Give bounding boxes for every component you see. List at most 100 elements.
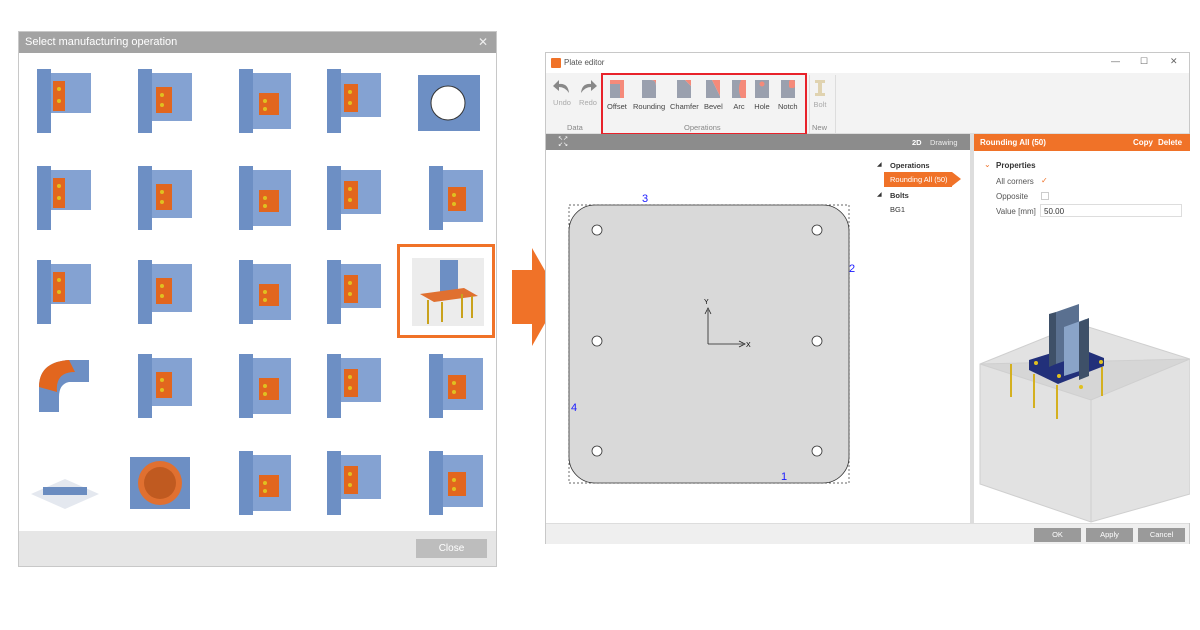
operation-thumbnail[interactable]: [124, 449, 196, 517]
app-logo-icon: [551, 58, 561, 68]
bolt-hole[interactable]: [811, 335, 823, 347]
operation-thumbnail[interactable]: [29, 164, 101, 232]
edge-label-1: 1: [781, 471, 787, 483]
data-group-label: Data: [567, 123, 583, 132]
plate-editor-window: Plate editor — ☐ ✕ Undo Redo Data Operat…: [545, 52, 1190, 544]
bolt-hole[interactable]: [811, 445, 823, 457]
operation-hole-button[interactable]: Hole: [754, 79, 770, 111]
bolt-hole[interactable]: [591, 224, 603, 236]
all-corners-checkbox[interactable]: ✓: [1041, 176, 1049, 185]
edge-label-3: 3: [642, 193, 648, 205]
copy-button[interactable]: Copy: [1133, 138, 1153, 147]
ribbon: Undo Redo Data Operations Bolt New Offse…: [546, 73, 1189, 135]
apply-button[interactable]: Apply: [1086, 528, 1133, 542]
operation-thumbnail[interactable]: [219, 352, 293, 420]
operation-arc-button[interactable]: Arc: [731, 79, 747, 111]
bolt-hole[interactable]: [811, 224, 823, 236]
operation-thumbnail[interactable]: [316, 258, 388, 326]
delete-button[interactable]: Delete: [1158, 138, 1183, 147]
edge-label-2: 2: [849, 263, 855, 275]
properties-header: Rounding All (50) Copy Delete: [974, 134, 1190, 151]
offset-icon: [609, 80, 624, 98]
arrow-right-icon: [512, 248, 560, 346]
view-2d-tab[interactable]: 2D: [912, 138, 922, 147]
operation-thumbnail[interactable]: [412, 449, 484, 517]
operation-thumbnail[interactable]: [412, 352, 484, 420]
operation-thumbnail[interactable]: [29, 449, 101, 517]
operation-thumbnail[interactable]: [219, 67, 293, 135]
undo-icon: [553, 80, 569, 93]
operation-thumbnail[interactable]: [412, 67, 484, 135]
undo-label: Undo: [553, 98, 571, 107]
operation-bevel-button[interactable]: Bevel: [704, 79, 723, 111]
operation-offset-button[interactable]: Offset: [607, 79, 627, 111]
operation-thumbnail[interactable]: [316, 352, 388, 420]
view-drawing-tab[interactable]: Drawing: [930, 138, 958, 147]
fit-view-icon[interactable]: ↖↗↙↘: [558, 136, 569, 148]
plate-drawing-canvas[interactable]: Y X 1 2 3 4: [546, 150, 970, 523]
operation-label: Rounding: [633, 102, 666, 111]
bolt-hole[interactable]: [591, 445, 603, 457]
bolt-hole[interactable]: [591, 335, 603, 347]
chamfer-icon: [677, 80, 692, 98]
bolt-label: Bolt: [813, 100, 827, 109]
chevron-down-icon[interactable]: ⌄: [984, 160, 991, 169]
close-icon[interactable]: ✕: [477, 35, 488, 49]
editor-footer: OK Apply Cancel: [546, 523, 1189, 544]
edge-label-4: 4: [571, 402, 577, 414]
redo-button[interactable]: Redo: [577, 79, 599, 107]
bolt-icon: [815, 80, 825, 96]
selected-thumbnail-highlight: [397, 244, 495, 338]
tree-item-label: Rounding All (50): [890, 175, 948, 184]
operation-thumbnail[interactable]: [124, 67, 196, 135]
operation-chamfer-button[interactable]: Chamfer: [670, 79, 699, 111]
value-input[interactable]: 50.00: [1040, 204, 1182, 217]
rounding-icon: [642, 80, 657, 98]
redo-label: Redo: [579, 98, 597, 107]
hole-icon: [755, 80, 769, 98]
tree-item-bg1[interactable]: BG1: [890, 205, 906, 214]
tree-bolts-header[interactable]: Bolts: [890, 191, 909, 200]
cancel-button[interactable]: Cancel: [1138, 528, 1185, 542]
operation-thumbnail[interactable]: [219, 449, 293, 517]
operation-thumbnail[interactable]: [219, 164, 293, 232]
maximize-icon[interactable]: ☐: [1140, 56, 1149, 66]
operation-thumbnail[interactable]: [29, 352, 101, 420]
close-icon[interactable]: ✕: [1170, 56, 1178, 66]
operation-thumbnail[interactable]: [219, 258, 293, 326]
3d-preview[interactable]: [974, 284, 1190, 523]
notch-icon: [780, 80, 795, 98]
operation-label: Hole: [754, 102, 770, 111]
operation-thumbnail[interactable]: [124, 258, 196, 326]
operation-thumbnail[interactable]: [29, 258, 101, 326]
operation-label: Chamfer: [670, 102, 699, 111]
ok-button[interactable]: OK: [1034, 528, 1081, 542]
operation-rounding-button[interactable]: Rounding: [633, 79, 665, 111]
x-axis-label: X: [746, 342, 751, 349]
tree-item-rounding[interactable]: Rounding All (50): [884, 172, 952, 187]
operation-thumbnail[interactable]: [29, 67, 101, 135]
opposite-checkbox[interactable]: [1041, 192, 1049, 200]
properties-section-header: Properties: [996, 161, 1036, 170]
operations-group-label: Operations: [684, 123, 721, 132]
y-axis-label: Y: [704, 299, 709, 306]
operation-thumbnail[interactable]: [124, 164, 196, 232]
dialog-title: Select manufacturing operation: [19, 32, 496, 53]
tree-operations-header[interactable]: Operations: [890, 161, 930, 170]
opposite-label: Opposite: [996, 192, 1029, 201]
operation-thumbnail[interactable]: [412, 164, 484, 232]
new-group-label: New: [812, 123, 828, 132]
operation-thumbnail[interactable]: [412, 258, 484, 326]
minimize-icon[interactable]: —: [1111, 56, 1120, 66]
all-corners-label: All corners: [996, 177, 1034, 186]
operation-thumbnail[interactable]: [316, 67, 388, 135]
properties-panel: Rounding All (50) Copy Delete ⌄ Properti…: [974, 134, 1190, 523]
operation-thumbnail[interactable]: [124, 352, 196, 420]
operation-notch-button[interactable]: Notch: [778, 79, 798, 111]
close-button[interactable]: Close: [416, 539, 487, 558]
operation-thumbnail[interactable]: [316, 164, 388, 232]
operation-thumbnail[interactable]: [316, 449, 388, 517]
bolt-button[interactable]: Bolt: [810, 79, 830, 109]
undo-button[interactable]: Undo: [551, 79, 573, 107]
panel-splitter[interactable]: [970, 134, 974, 523]
